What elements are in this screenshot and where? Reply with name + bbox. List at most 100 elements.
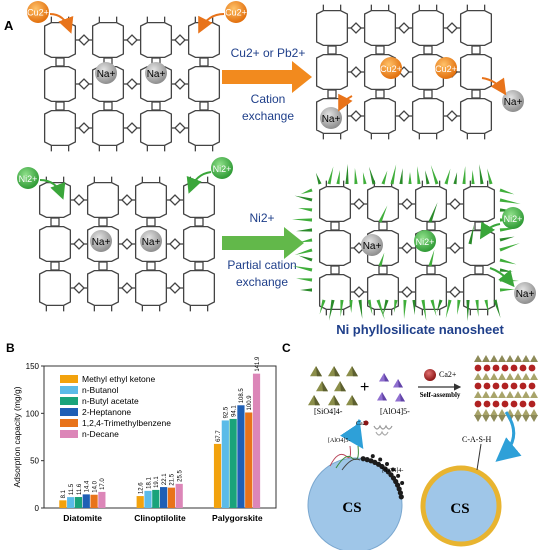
framework-link (449, 286, 461, 298)
arrow-ni-in-3 (479, 221, 501, 240)
framework-link (474, 265, 484, 275)
framework-cage (318, 185, 352, 223)
framework-link (50, 261, 60, 271)
bar (136, 496, 144, 508)
lattice-ca (492, 364, 500, 372)
nanosheet-spike (430, 299, 437, 317)
framework-cage (38, 269, 72, 307)
na-ion-4-label: Na+ (142, 237, 161, 248)
framework-link (199, 57, 209, 67)
framework-cage (315, 9, 349, 47)
bar (252, 373, 261, 508)
sio4-small-label: [SiO4]4- (382, 468, 403, 474)
nanosheet-spike (378, 205, 388, 223)
framework-link (350, 110, 362, 122)
bar (229, 418, 237, 508)
lattice-ca (528, 364, 536, 372)
framework-cage (134, 225, 168, 263)
lattice-ca (528, 400, 536, 408)
bar-value-label: 25.5 (178, 470, 184, 482)
framework-link (169, 282, 181, 294)
framework-link (471, 89, 481, 99)
nanosheet-spike (499, 236, 515, 242)
bar (213, 443, 222, 508)
nanosheet-spike (298, 208, 313, 212)
framework-cage (86, 225, 120, 263)
nanosheet-spike (499, 288, 515, 292)
lattice-ca (474, 382, 482, 390)
chain-red (329, 445, 351, 467)
framework-cage (363, 97, 397, 135)
lattice-ca (492, 400, 500, 408)
lattice-ca (501, 382, 509, 390)
framework-link (330, 265, 340, 275)
lattice-tetra-bottom (498, 415, 506, 422)
lattice-tetra-top (530, 355, 538, 362)
arrow-na-out-1 (338, 93, 353, 112)
framework-cage (363, 9, 397, 47)
na-ion-inside-right-label: Na+ (363, 241, 382, 252)
bar-value-label: 21.5 (170, 473, 176, 485)
framework-link (55, 101, 65, 111)
bar (144, 490, 152, 508)
bar (59, 500, 67, 508)
ni-ion-left-2 (211, 157, 233, 179)
framework-link (330, 221, 340, 231)
lattice-ca (483, 364, 491, 372)
legend-swatch (60, 408, 78, 416)
framework-cage (411, 53, 445, 91)
arrow-1-bottom-label-1: Cation (251, 92, 286, 106)
framework-link (121, 194, 133, 206)
framework-cage (462, 273, 496, 311)
exchange-arrow-1-head (292, 61, 312, 93)
nanosheet-spike (445, 299, 452, 319)
lattice-tetra (530, 391, 538, 398)
cash-pointer (476, 443, 482, 471)
bar (160, 487, 168, 508)
bar-value-label: 92.5 (224, 406, 230, 418)
nanosheet-spike (300, 188, 313, 195)
framework-cage (459, 53, 493, 91)
arrow-1-bottom-label-2: exchange (242, 109, 294, 123)
curve-arrow-right (495, 411, 522, 462)
tetrahedron-shade (352, 366, 358, 377)
bar-value-label: 19.1 (154, 476, 160, 488)
framework-link (375, 45, 385, 55)
sio4-label: [SiO4]4- (314, 407, 343, 416)
ni-ion-left-2-label: Ni2+ (213, 164, 232, 174)
legend-swatch (60, 419, 78, 427)
deposit-dot (396, 486, 402, 492)
tetrahedron-shade (334, 366, 340, 377)
framework-cage (43, 109, 77, 147)
framework-cage (318, 273, 352, 311)
bar (67, 497, 75, 508)
framework-link (426, 265, 436, 275)
nanosheet-spike (499, 198, 521, 205)
cu-ion-left-1-label: Cu2+ (27, 8, 49, 18)
lattice-ca (483, 382, 491, 390)
framework-cage (182, 181, 216, 219)
nanosheet-spike (300, 238, 313, 243)
nanosheet-spike (349, 299, 353, 313)
framework-link (169, 194, 181, 206)
framework-link (353, 198, 365, 210)
framework-cage (91, 21, 125, 59)
lattice-tetra-top (474, 355, 482, 362)
tetrahedron-shade (322, 381, 328, 392)
tetrahedron-shade (334, 395, 340, 406)
bar (245, 412, 253, 508)
alo4-label: [AlO4]5- (380, 407, 410, 416)
y-tick-label: 0 (35, 504, 40, 513)
framework-link (98, 217, 108, 227)
nanosheet-spike (382, 299, 389, 317)
legend-swatch (60, 397, 78, 405)
framework-link (446, 22, 458, 34)
nanosheet-spike (484, 299, 489, 313)
lattice-tetra (498, 391, 506, 398)
nanosheet-spike (296, 278, 313, 282)
legend-label: 1,2,4-Trimethylbenzene (82, 418, 171, 428)
framework-cage (187, 21, 221, 59)
nanosheet-spikes (292, 164, 521, 321)
framework-cage (91, 109, 125, 147)
lattice-tetra-bottom (522, 415, 530, 422)
